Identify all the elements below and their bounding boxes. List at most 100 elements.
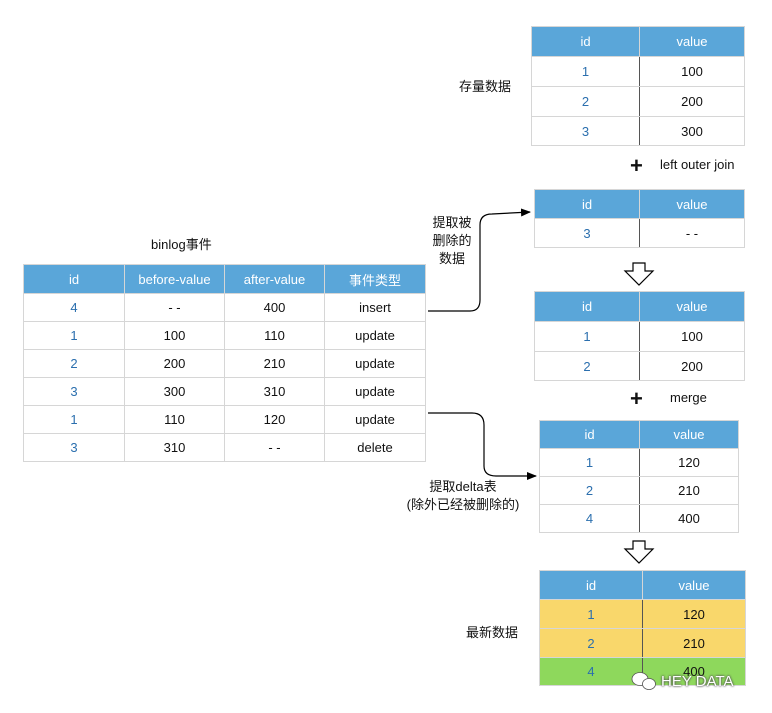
cell-event-type: insert [324,293,426,322]
header-event-type: 事件类型 [324,264,426,294]
cell-id: 4 [23,293,125,322]
cell-id: 1 [534,321,640,352]
cell-after-value: 310 [224,377,325,406]
cell-id: 2 [534,351,640,381]
cell-value: 400 [642,657,746,686]
cell-value: 120 [642,599,746,629]
cell-value: 210 [639,476,739,505]
table-row: 4 - - 400 insert [23,293,426,322]
cell-before-value: 200 [124,349,225,378]
table-row: 4 400 [539,504,739,533]
deleted-table: id value 3 - - [534,189,745,248]
cell-value: 100 [639,56,745,87]
left-outer-join-label: left outer join [660,157,735,172]
cell-after-value: - - [224,433,325,462]
header-value: value [639,420,739,449]
cell-id: 1 [539,448,640,477]
cell-id: 3 [534,218,640,248]
cell-id: 3 [23,433,125,462]
extract-deleted-line: 提取被 [432,215,472,230]
cell-id: 2 [539,476,640,505]
header-id: id [23,264,125,294]
header-before-value: before-value [124,264,225,294]
arrow-to-deleted-table [428,208,531,312]
cell-id: 3 [23,377,125,406]
extract-delta-line: 提取delta表 [429,479,497,494]
header-value: value [639,291,745,322]
table-row: 1 120 [539,599,746,629]
extract-deleted-label: 提取被 删除的 数据 [424,214,480,268]
latest-table: id value 1 120 2 210 4 400 [539,570,746,686]
header-id: id [534,189,640,219]
table-row: 2 210 [539,476,739,505]
table-header-row: id value [534,291,745,322]
binlog-label: binlog事件 [151,237,212,252]
wechat-icon [631,672,656,690]
header-value: value [639,26,745,57]
cell-after-value: 210 [224,349,325,378]
binlog-table: id before-value after-value 事件类型 4 - - 4… [23,264,426,462]
extract-delta-label: 提取delta表 (除外已经被删除的) [395,478,531,514]
table-header-row: id value [539,420,739,449]
table-header-row: id value [531,26,745,57]
cell-event-type: delete [324,433,426,462]
remaining-table: id value 1 100 2 200 [534,291,745,381]
cell-event-type: update [324,377,426,406]
header-value: value [639,189,745,219]
table-row: 2 210 [539,628,746,658]
cell-event-type: update [324,405,426,434]
table-header-row: id before-value after-value 事件类型 [23,264,426,294]
table-row: 3 310 - - delete [23,433,426,462]
table-row: 1 100 [534,321,745,352]
down-arrow-icon [623,262,655,286]
cell-value: 210 [642,628,746,658]
header-after-value: after-value [224,264,325,294]
stock-table: id value 1 100 2 200 3 300 [531,26,745,146]
cell-event-type: update [324,321,426,350]
table-row: 3 - - [534,218,745,248]
header-id: id [539,420,640,449]
latest-data-label: 最新数据 [466,625,519,640]
table-row: 1 110 120 update [23,405,426,434]
table-row: 1 100 [531,56,745,87]
header-id: id [539,570,643,600]
extract-delta-line: (除外已经被删除的) [406,497,520,512]
cell-value: 400 [639,504,739,533]
cell-id: 1 [531,56,640,87]
cell-value: 300 [639,116,745,146]
cell-after-value: 400 [224,293,325,322]
plus-sign: + [630,386,643,411]
table-header-row: id value [534,189,745,219]
down-arrow-icon [623,540,655,564]
cell-id: 4 [539,657,643,686]
plus-sign: + [630,153,643,178]
merge-label: merge [670,390,707,405]
cell-before-value: - - [124,293,225,322]
table-row: 3 300 310 update [23,377,426,406]
table-row: 2 200 [534,351,745,381]
cell-id: 3 [531,116,640,146]
arrow-to-delta-table [428,412,537,480]
table-row: 4 400 [539,657,746,686]
cell-before-value: 110 [124,405,225,434]
table-header-row: id value [539,570,746,600]
cell-before-value: 300 [124,377,225,406]
cell-value: 200 [639,351,745,381]
cell-id: 2 [539,628,643,658]
cell-before-value: 310 [124,433,225,462]
table-row: 3 300 [531,116,745,146]
cell-after-value: 120 [224,405,325,434]
cell-value: 100 [639,321,745,352]
cell-id: 4 [539,504,640,533]
cell-event-type: update [324,349,426,378]
extract-deleted-line: 删除的 [432,233,472,248]
cell-value: - - [639,218,745,248]
cell-after-value: 110 [224,321,325,350]
table-row: 1 100 110 update [23,321,426,350]
extract-deleted-line: 数据 [438,251,465,266]
stock-data-label: 存量数据 [459,79,512,94]
cell-id: 1 [23,321,125,350]
watermark-text: HEY DATA [661,673,734,690]
cell-value: 200 [639,86,745,117]
